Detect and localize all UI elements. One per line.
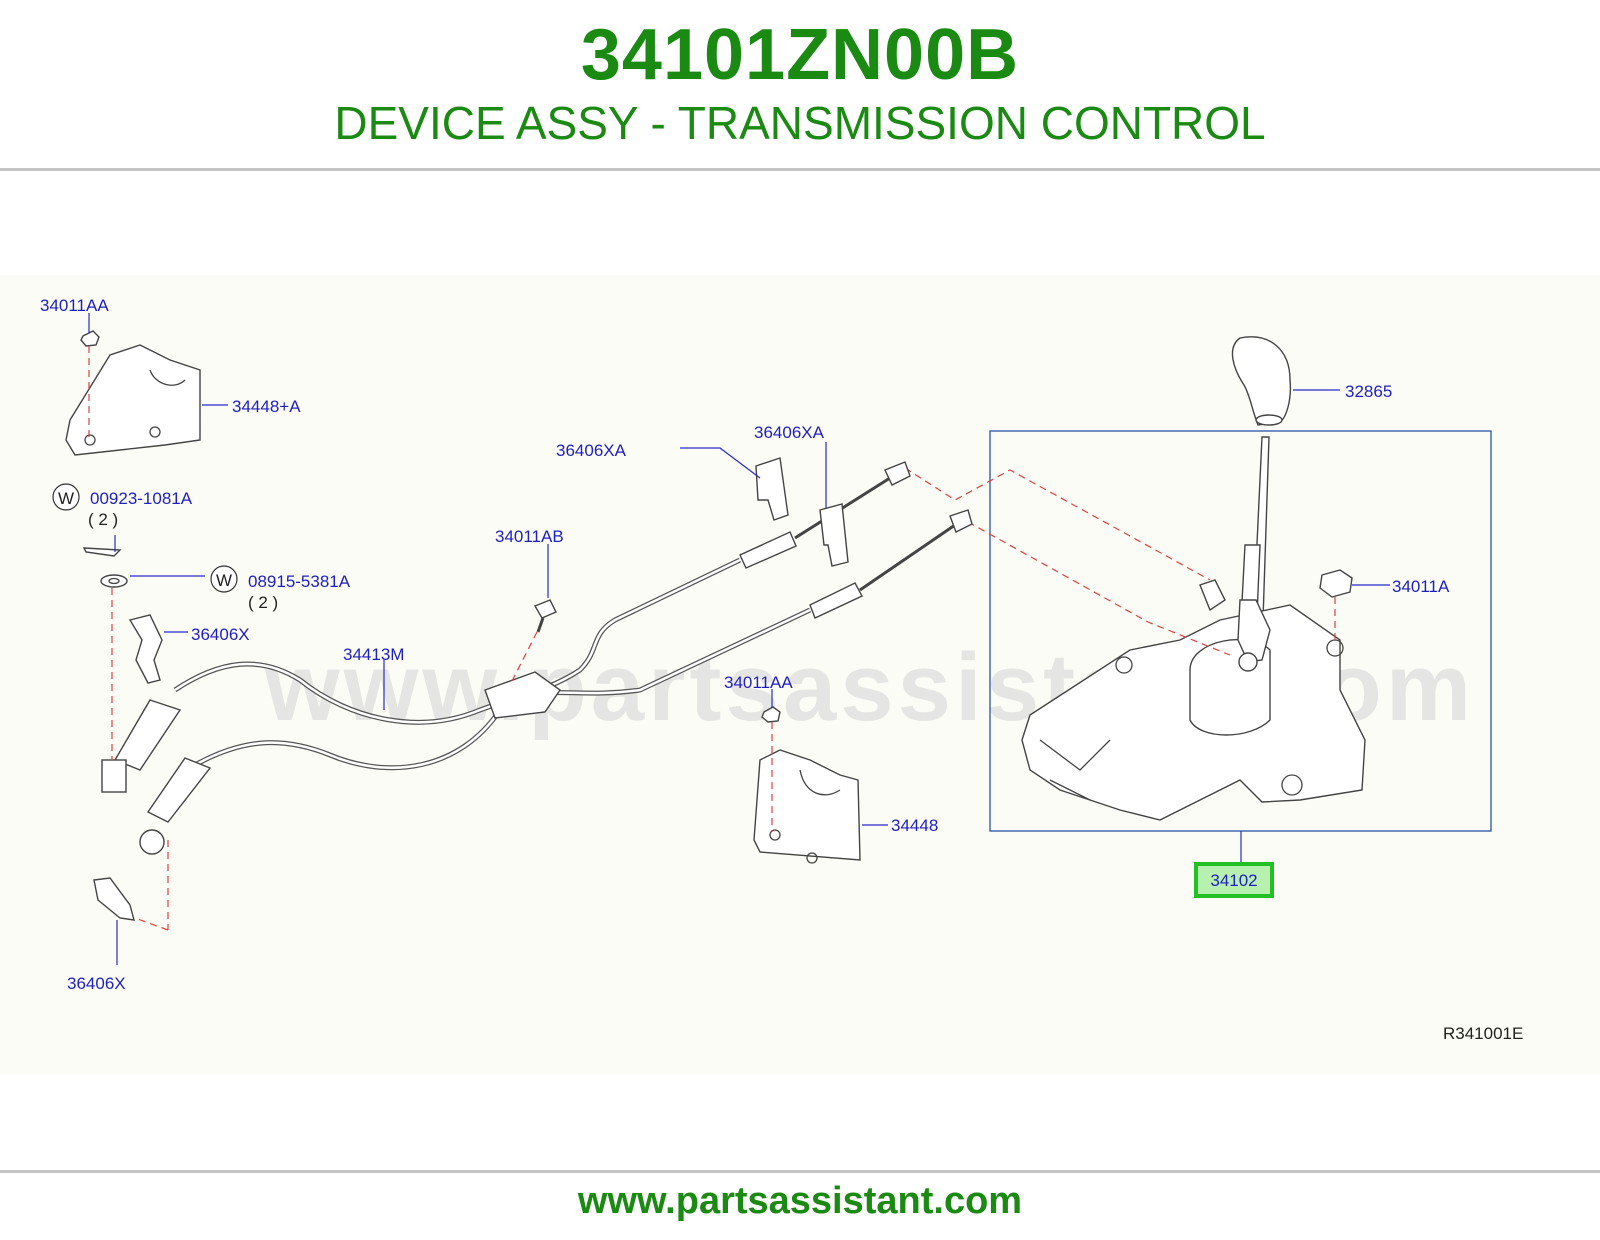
part-description: DEVICE ASSY - TRANSMISSION CONTROL [334, 97, 1266, 149]
cable-end-lower-eye [949, 509, 973, 533]
cable-end-lower-fitting [809, 582, 863, 619]
nut-34011AA-mid [761, 706, 781, 723]
bolt-34011AB-head [533, 599, 557, 619]
base-hole-3 [1281, 774, 1303, 796]
cable-end-left-upper-tip [101, 759, 127, 793]
part-number-title: 34101ZN00B [580, 15, 1020, 95]
dash-34011AB [509, 631, 538, 686]
callout-00923-qty: ( 2 ) [88, 510, 118, 529]
callout-00923-1081A[interactable]: 00923-1081A [90, 489, 193, 508]
bracket-34448-part [753, 749, 861, 861]
washer-08915-part [100, 574, 128, 588]
bracket-34448A-notch [149, 369, 186, 386]
clip-36406XA-right [819, 503, 849, 567]
cable-end-lower-rod [859, 523, 956, 592]
callout-08915-5381A[interactable]: 08915-5381A [248, 572, 351, 591]
base-hole-1 [1115, 656, 1133, 674]
callout-36406XA-left[interactable]: 36406XA [556, 441, 627, 460]
callout-36406XA-right[interactable]: 36406XA [754, 423, 825, 442]
callout-34448A[interactable]: 34448+A [232, 397, 301, 416]
callout-34011AA-mid[interactable]: 34011AA [724, 673, 793, 692]
washer-symbol-2-label: W [216, 571, 232, 590]
shifter-bracket-tab [1199, 579, 1226, 612]
clip-36406X-top [128, 614, 163, 684]
dash-left-lower-2 [134, 917, 169, 931]
callout-36406X-bottom[interactable]: 36406X [67, 974, 126, 993]
footer-url[interactable]: www.partsassistant.com [577, 1180, 1023, 1222]
callout-08915-qty: ( 2 ) [248, 593, 278, 612]
callout-34413M[interactable]: 34413M [343, 645, 404, 664]
control-cable-upper-inner [174, 558, 741, 724]
bracket-34448-hole-1 [769, 829, 781, 841]
callout-34102-highlight-box [1194, 862, 1274, 898]
washer-symbol-1 [52, 483, 80, 511]
bolt-34011AB-shank [536, 617, 545, 633]
nut-34011A-part [1319, 569, 1353, 598]
clip-36406XA-left [755, 457, 789, 521]
control-cable-lower-inner [194, 608, 811, 770]
diagram-reference-code: R341001E [1443, 1024, 1523, 1043]
cable-end-left-lower-eye [139, 829, 165, 855]
washer-symbol-1-label: W [58, 489, 74, 508]
callout-34011AA-top[interactable]: 34011AA [40, 296, 109, 315]
dash-cable-lower [967, 521, 1231, 656]
clip-36406X-bottom [93, 877, 135, 921]
bracket-34448-notch [799, 769, 841, 796]
cotter-pin-part [82, 547, 122, 557]
page-header: 34101ZN00B DEVICE ASSY - TRANSMISSION CO… [0, 0, 1600, 170]
shift-knob-part [1231, 336, 1292, 426]
callout-32865[interactable]: 32865 [1345, 382, 1392, 401]
callout-34102[interactable]: 34102 [1210, 871, 1257, 890]
bracket-34448A-part [65, 344, 201, 456]
cable-end-upper-fitting [739, 531, 797, 569]
nut-34011AA-top [80, 330, 100, 347]
washer-symbol-2 [210, 565, 238, 593]
cable-end-left-upper-boot [113, 699, 182, 771]
leader-36406XA-left [680, 447, 761, 479]
washer-08915-hole [108, 577, 120, 585]
shifter-lever-pivot [1237, 599, 1271, 663]
callout-34011AB[interactable]: 34011AB [495, 527, 564, 546]
dash-cable-upper [904, 467, 1211, 581]
cable-end-upper-eye [884, 461, 911, 486]
callout-36406X-top[interactable]: 36406X [191, 625, 250, 644]
callout-34011A[interactable]: 34011A [1392, 577, 1450, 596]
callout-34448[interactable]: 34448 [891, 816, 938, 835]
footer-divider [0, 1170, 1600, 1173]
bracket-34448A-hole-1 [84, 434, 96, 446]
shift-knob-base [1255, 414, 1283, 426]
cable-end-left-lower-boot [146, 757, 212, 823]
pivot-bolt [1238, 652, 1258, 672]
base-ribs [1039, 739, 1111, 801]
bracket-34448A-hole-2 [149, 426, 161, 438]
cable-clamp-bracket [484, 671, 561, 719]
bracket-34448-hole-2 [806, 852, 818, 864]
header-divider [0, 168, 1600, 171]
